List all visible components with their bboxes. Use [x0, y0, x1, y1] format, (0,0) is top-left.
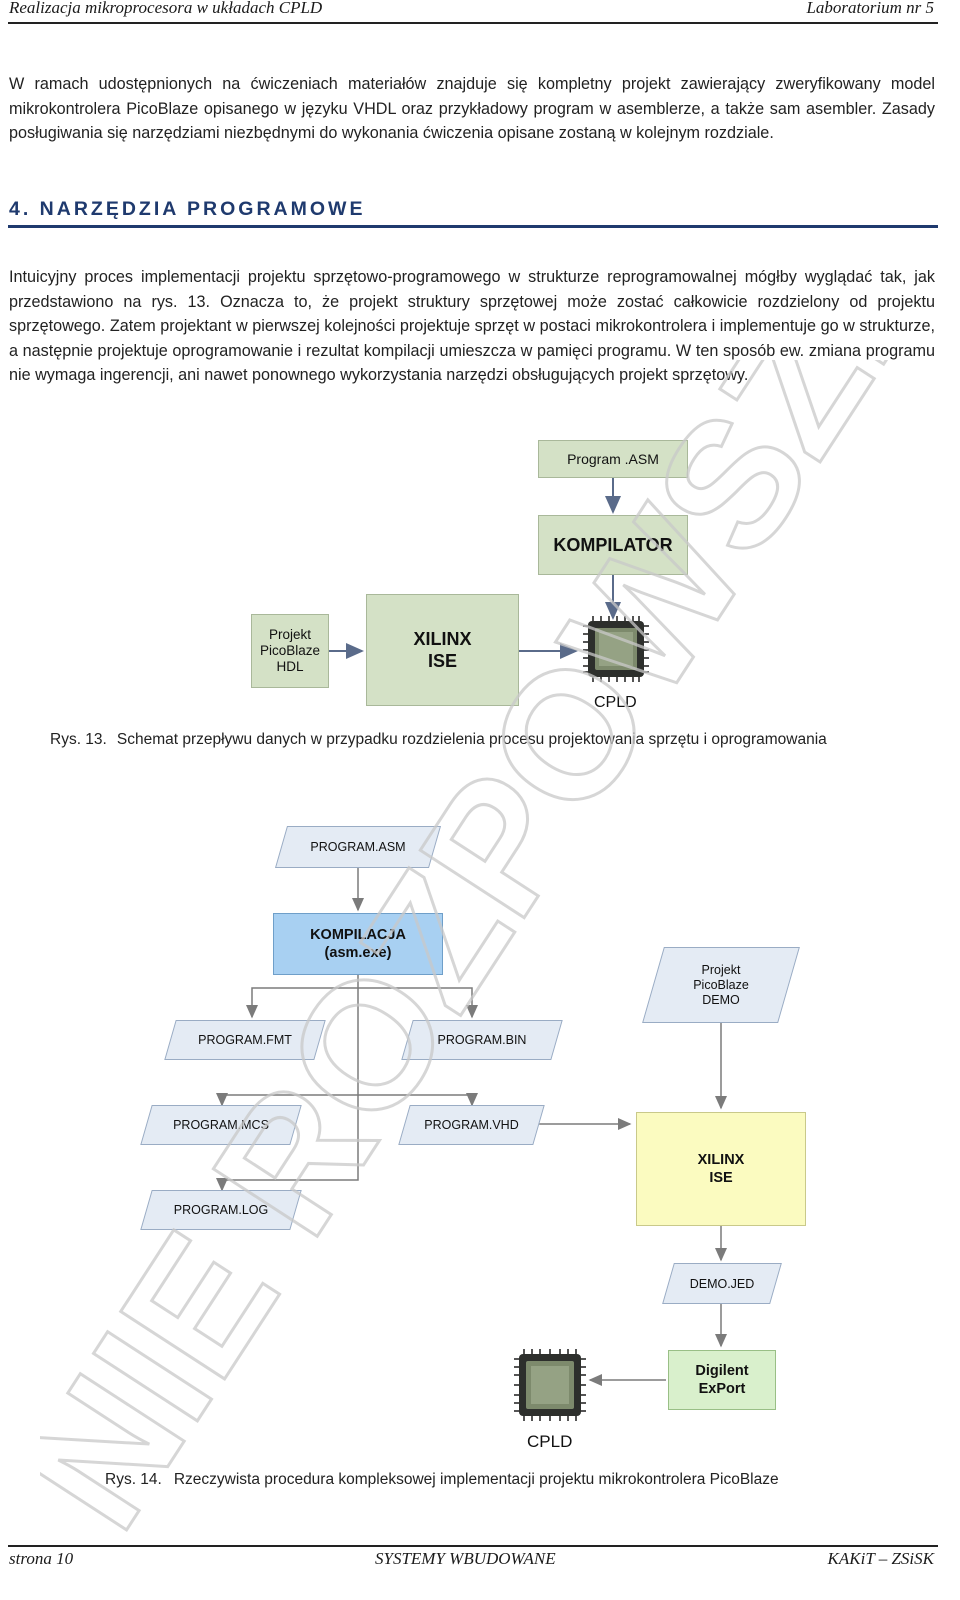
section-paragraph: Intuicyjny proces implementacji projektu…	[9, 268, 935, 385]
program-fmt-shape: PROGRAM.FMT	[170, 1020, 320, 1060]
program-mcs-shape: PROGRAM.MCS	[146, 1105, 296, 1145]
cpld-label: CPLD	[594, 694, 637, 711]
cpld-label-2: CPLD	[527, 1432, 573, 1451]
projekt-demo-shape: Projekt PicoBlaze DEMO	[653, 947, 789, 1023]
section-heading: 4. NARZĘDZIA PROGRAMOWE	[9, 198, 366, 220]
header-title: Realizacja mikroprocesora w układach CPL…	[9, 0, 323, 17]
section-heading-rule	[8, 225, 938, 228]
projekt-hdl-box: Projekt PicoBlaze HDL	[251, 614, 329, 688]
kompilacja-box: KOMPILACJA (asm.exe)	[273, 913, 443, 975]
cpld-chip-icon-2	[514, 1349, 586, 1421]
cpld-chip-icon	[583, 616, 649, 682]
kompilator-box: KOMPILATOR	[538, 515, 688, 575]
footer-department: KAKiT – ZSiSK	[827, 1549, 934, 1568]
footer-course-name: SYSTEMY WBUDOWANE	[375, 1549, 556, 1568]
header-lab-number: Laboratorium nr 5	[806, 0, 934, 17]
svg-text:NIE ROZPOWSZECHNIAĆ: NIE ROZPOWSZECHNIAĆ	[40, 360, 940, 1560]
footer-page-number: strona 10	[9, 1549, 74, 1568]
xilinx-ise-box: XILINX ISE	[366, 594, 519, 706]
figure-14-caption: Rys. 14.Rzeczywista procedura kompleksow…	[105, 1471, 779, 1488]
program-asm-shape: PROGRAM.ASM	[281, 826, 435, 868]
demo-jed-shape: DEMO.JED	[668, 1263, 776, 1304]
xilinx-ise-box-2: XILINX ISE	[636, 1112, 806, 1226]
figure-13-caption: Rys. 13.Schemat przepływu danych w przyp…	[50, 731, 827, 748]
program-log-shape: PROGRAM.LOG	[146, 1190, 296, 1230]
digilent-export-box: Digilent ExPort	[668, 1350, 776, 1410]
footer-rule	[8, 1545, 938, 1547]
program-asm-box: Program .ASM	[538, 440, 688, 478]
watermark: NIE ROZPOWSZECHNIAĆ	[40, 360, 940, 1560]
header-rule	[8, 22, 938, 24]
program-bin-shape: PROGRAM.BIN	[407, 1020, 557, 1060]
program-vhd-shape: PROGRAM.VHD	[404, 1105, 539, 1145]
intro-paragraph: W ramach udostępnionych na ćwiczeniach m…	[9, 75, 935, 143]
